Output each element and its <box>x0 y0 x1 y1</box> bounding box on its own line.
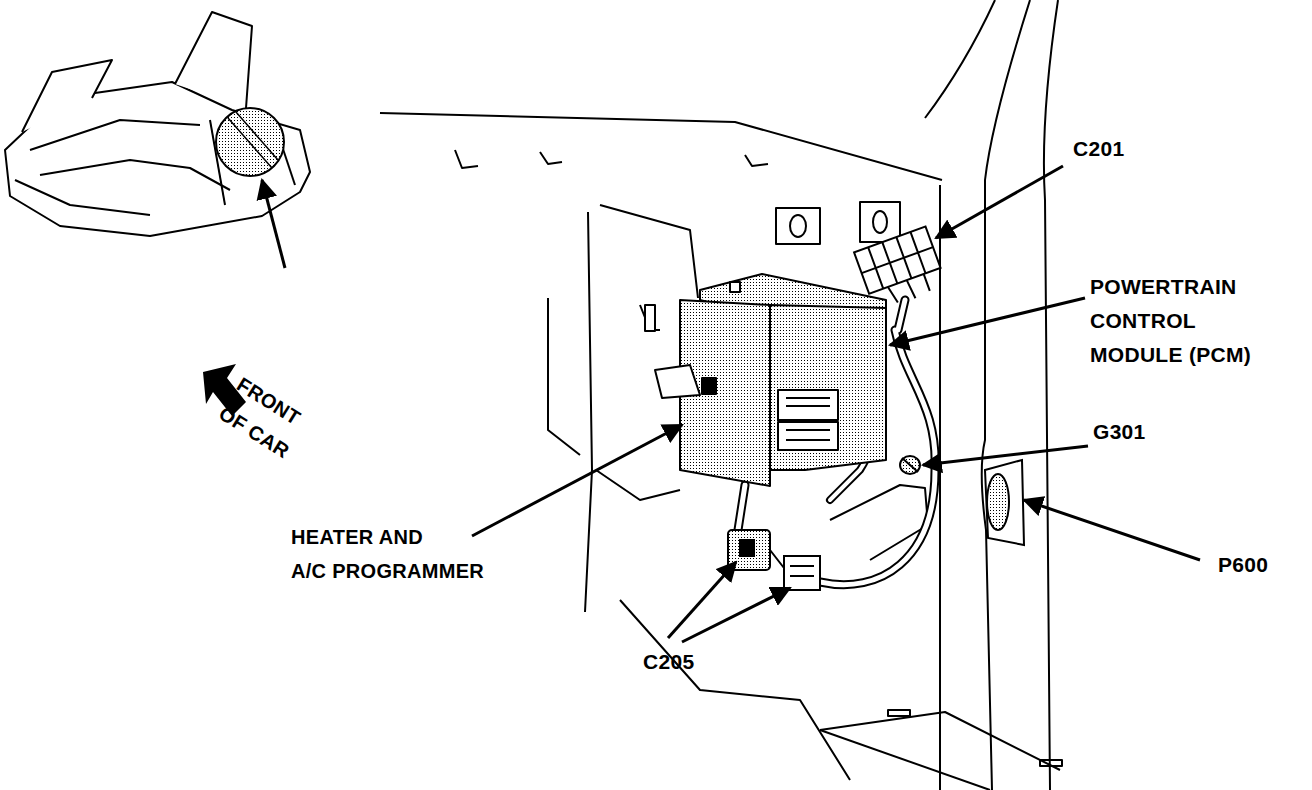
inset-car <box>15 180 150 215</box>
body-structure <box>939 185 941 790</box>
leader-arrow <box>472 425 682 536</box>
body-structure <box>888 710 910 716</box>
body-structure <box>620 600 850 780</box>
leader-arrow <box>262 180 285 268</box>
c201-connector <box>888 274 931 306</box>
leader-arrow <box>890 298 1085 345</box>
body-structure <box>1044 0 1058 790</box>
c201-connector <box>854 226 947 312</box>
body-structure <box>585 212 592 612</box>
body-structure <box>860 202 900 242</box>
body-structure <box>548 298 580 455</box>
pcm-module <box>645 274 886 486</box>
leader-arrow <box>923 446 1088 465</box>
inset-car <box>175 12 252 108</box>
callout-label: C205 <box>643 645 694 679</box>
body-structure <box>380 0 1062 790</box>
inset-car <box>5 12 310 236</box>
leader-arrow <box>1024 500 1200 560</box>
p600-plug <box>985 460 1024 545</box>
inset-car <box>40 160 230 190</box>
callout-label: POWERTRAIN CONTROL MODULE (PCM) <box>1090 270 1251 372</box>
pcm-module <box>645 305 655 331</box>
inset-car <box>30 120 200 150</box>
body-structure <box>455 150 768 168</box>
body-structure <box>790 215 806 237</box>
leader-arrow <box>668 562 736 638</box>
c205-connector <box>784 556 820 590</box>
c205-connector <box>728 530 820 590</box>
callout-label: P600 <box>1218 548 1268 582</box>
pcm-module <box>655 365 700 398</box>
pcm-module <box>778 422 838 450</box>
body-structure <box>776 208 820 244</box>
c205-connector <box>740 540 754 556</box>
pcm-module <box>730 282 740 292</box>
body-structure <box>873 211 887 233</box>
inset-car <box>22 60 112 132</box>
callout-label: HEATER AND A/C PROGRAMMER <box>291 520 484 588</box>
leader-arrow <box>936 166 1063 238</box>
pcm-module <box>786 398 830 440</box>
pcm-module <box>702 378 716 394</box>
body-structure <box>820 712 1060 770</box>
body-structure <box>596 470 680 500</box>
ground-bolt <box>900 456 920 474</box>
callout-label: G301 <box>1093 415 1146 449</box>
body-structure <box>925 0 995 118</box>
ground-bolt <box>902 458 918 472</box>
inset-car <box>228 112 278 168</box>
body-structure <box>1040 760 1062 766</box>
p600-plug <box>987 474 1009 530</box>
leader-arrow <box>472 166 1200 642</box>
body-structure <box>985 0 1030 180</box>
ground-bolt <box>900 456 920 474</box>
body-structure <box>380 113 942 180</box>
leader-arrow <box>682 588 790 642</box>
pcm-module <box>770 305 886 470</box>
callout-label: FRONT OF CAR <box>212 368 315 467</box>
body-structure <box>820 730 990 790</box>
callout-label: C201 <box>1073 132 1124 166</box>
body-structure <box>640 305 660 330</box>
c205-connector <box>770 550 814 576</box>
body-structure <box>600 205 698 298</box>
p600-plug <box>985 460 1024 545</box>
inset-car <box>216 108 284 176</box>
